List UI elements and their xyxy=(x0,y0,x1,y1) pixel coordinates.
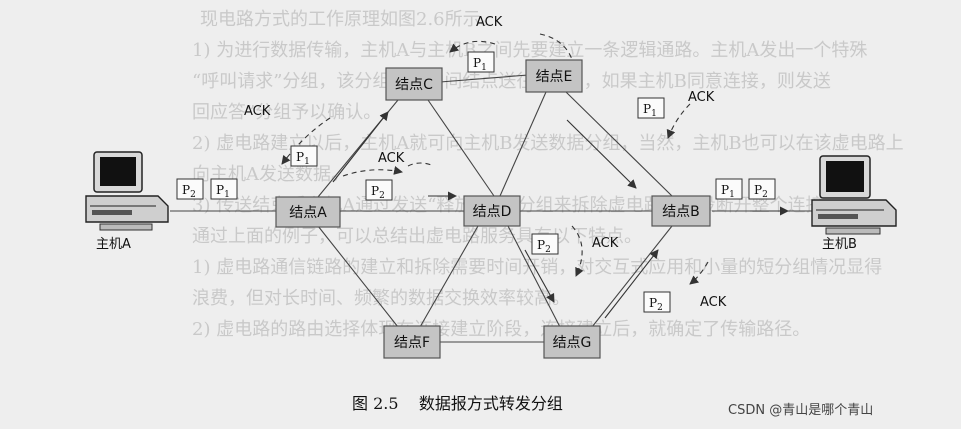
ack-label: ACK xyxy=(700,295,727,310)
packet-subscript: 1 xyxy=(481,63,487,73)
link-c-d xyxy=(427,99,495,197)
link-e-b xyxy=(565,91,673,197)
node-d: 结点D xyxy=(463,195,521,227)
ack-label: ACK xyxy=(244,104,271,119)
forward-arrow xyxy=(524,249,555,303)
background-line: 通过上面的例子，可以总结出虚电路服务具有以下特点。 xyxy=(192,226,642,247)
forward-arrow xyxy=(566,119,637,189)
packet-letter: P xyxy=(216,183,224,197)
forward-arrow xyxy=(604,249,659,319)
ack-arc xyxy=(407,162,435,167)
svg-text:P1: P1 xyxy=(296,150,310,167)
packet-p1: P1 xyxy=(210,178,238,200)
packet-letter: P xyxy=(643,102,651,116)
svg-text:P1: P1 xyxy=(473,56,487,73)
host-a-computer-icon xyxy=(85,151,169,231)
host-b-computer-icon xyxy=(811,155,897,235)
link-d-f xyxy=(419,225,479,328)
node-d-label: 结点D xyxy=(473,204,512,220)
watermark: CSDN @青山是哪个青山 xyxy=(728,403,873,418)
background-line: 2) 虚电路建立以后，主机A就可向主机B发送数据分组，当然，主机B也可以在该虚电… xyxy=(192,133,904,154)
ack-label: ACK xyxy=(592,236,619,251)
packet-subscript: 1 xyxy=(651,109,657,119)
svg-text:P2: P2 xyxy=(754,183,768,200)
ack-arc xyxy=(571,225,584,277)
svg-text:P2: P2 xyxy=(537,238,551,255)
packet-subscript: 2 xyxy=(762,190,768,200)
ack-arc xyxy=(689,261,709,285)
packet-subscript: 2 xyxy=(190,190,196,200)
node-a: 结点A xyxy=(275,196,341,228)
host-a-label: 主机A xyxy=(96,237,131,252)
svg-text:P2: P2 xyxy=(371,184,385,201)
packet-p1: P1 xyxy=(637,97,665,119)
background-line: 2) 虚电路的路由选择体现在连接建立阶段，连接建立后，就确定了传输路径。 xyxy=(192,319,811,340)
ack-label: ACK xyxy=(688,90,715,105)
background-line: 1) 虚电路通信链路的建立和拆除需要时间开销，对交互式应用和小量的短分组情况显得 xyxy=(192,257,883,278)
background-line: 现电路方式的工作原理如图2.6所示。 xyxy=(200,9,499,30)
node-b-label: 结点B xyxy=(662,204,700,220)
ack-arc xyxy=(449,40,496,53)
background-line: “呼叫请求”分组，该分组通过中间结点送往主机B，如果主机B同意连接，则发送 xyxy=(192,71,831,92)
ack-arc xyxy=(342,166,403,177)
svg-text:P1: P1 xyxy=(721,183,735,200)
packet-subscript: 1 xyxy=(304,157,310,167)
packet-letter: P xyxy=(649,296,657,310)
ack-arcs xyxy=(281,33,709,285)
packet-letter: P xyxy=(371,184,379,198)
svg-text:P2: P2 xyxy=(649,296,663,313)
background-line: 浪费，但对长时间、频繁的数据交换效率较高。 xyxy=(192,288,570,309)
background-line: 1) 为进行数据传输，主机A与主机B之间先要建立一条逻辑通路。主机A发出一个特殊 xyxy=(192,40,868,61)
packet-p2: P2 xyxy=(176,178,204,200)
ack-label: ACK xyxy=(476,15,503,30)
packet-letter: P xyxy=(473,56,481,70)
link-c-e xyxy=(439,74,529,83)
packet-subscript: 1 xyxy=(729,190,735,200)
link-d-g xyxy=(507,225,561,328)
packet-p1: P1 xyxy=(467,51,495,73)
node-a-label: 结点A xyxy=(289,205,327,221)
node-c: 结点C xyxy=(385,67,443,101)
packet-letter: P xyxy=(182,183,190,197)
node-g: 结点G xyxy=(543,325,601,359)
host-b-label: 主机B xyxy=(822,237,857,252)
link-a-f xyxy=(317,225,399,328)
packet-p2: P2 xyxy=(748,178,776,200)
figure-caption: 图 2.5 数据报方式转发分组 xyxy=(352,394,563,413)
node-g-label: 结点G xyxy=(553,335,592,351)
ack-label: ACK xyxy=(378,151,405,166)
node-c-label: 结点C xyxy=(395,77,433,93)
svg-text:P2: P2 xyxy=(182,183,196,200)
link-e-d xyxy=(499,91,547,197)
packet-letter: P xyxy=(537,238,545,252)
packet-letter: P xyxy=(754,183,762,197)
background-line: 回应答”分组予以确认。 xyxy=(192,102,382,123)
packet-p1: P1 xyxy=(715,178,743,200)
packet-subscript: 2 xyxy=(379,191,385,201)
packet-subscript: 2 xyxy=(545,245,551,255)
node-e-label: 结点E xyxy=(536,69,573,85)
node-f-label: 结点F xyxy=(394,335,430,351)
link-g-b xyxy=(591,225,673,328)
forward-arrow xyxy=(332,111,389,183)
svg-text:P1: P1 xyxy=(643,102,657,119)
ack-arc xyxy=(666,103,691,139)
forward-arrows xyxy=(332,111,789,319)
packet-letter: P xyxy=(721,183,729,197)
node-f: 结点F xyxy=(383,325,441,359)
packet-p1: P1 xyxy=(290,145,318,167)
node-b: 结点B xyxy=(651,195,711,227)
svg-text:P1: P1 xyxy=(216,183,230,200)
packet-subscript: 2 xyxy=(657,303,663,313)
packet-p2: P2 xyxy=(643,291,671,313)
packet-subscript: 1 xyxy=(224,190,230,200)
packet-letter: P xyxy=(296,150,304,164)
packet-p2: P2 xyxy=(531,233,559,255)
node-e: 结点E xyxy=(525,59,583,93)
packet-p2: P2 xyxy=(365,179,393,201)
